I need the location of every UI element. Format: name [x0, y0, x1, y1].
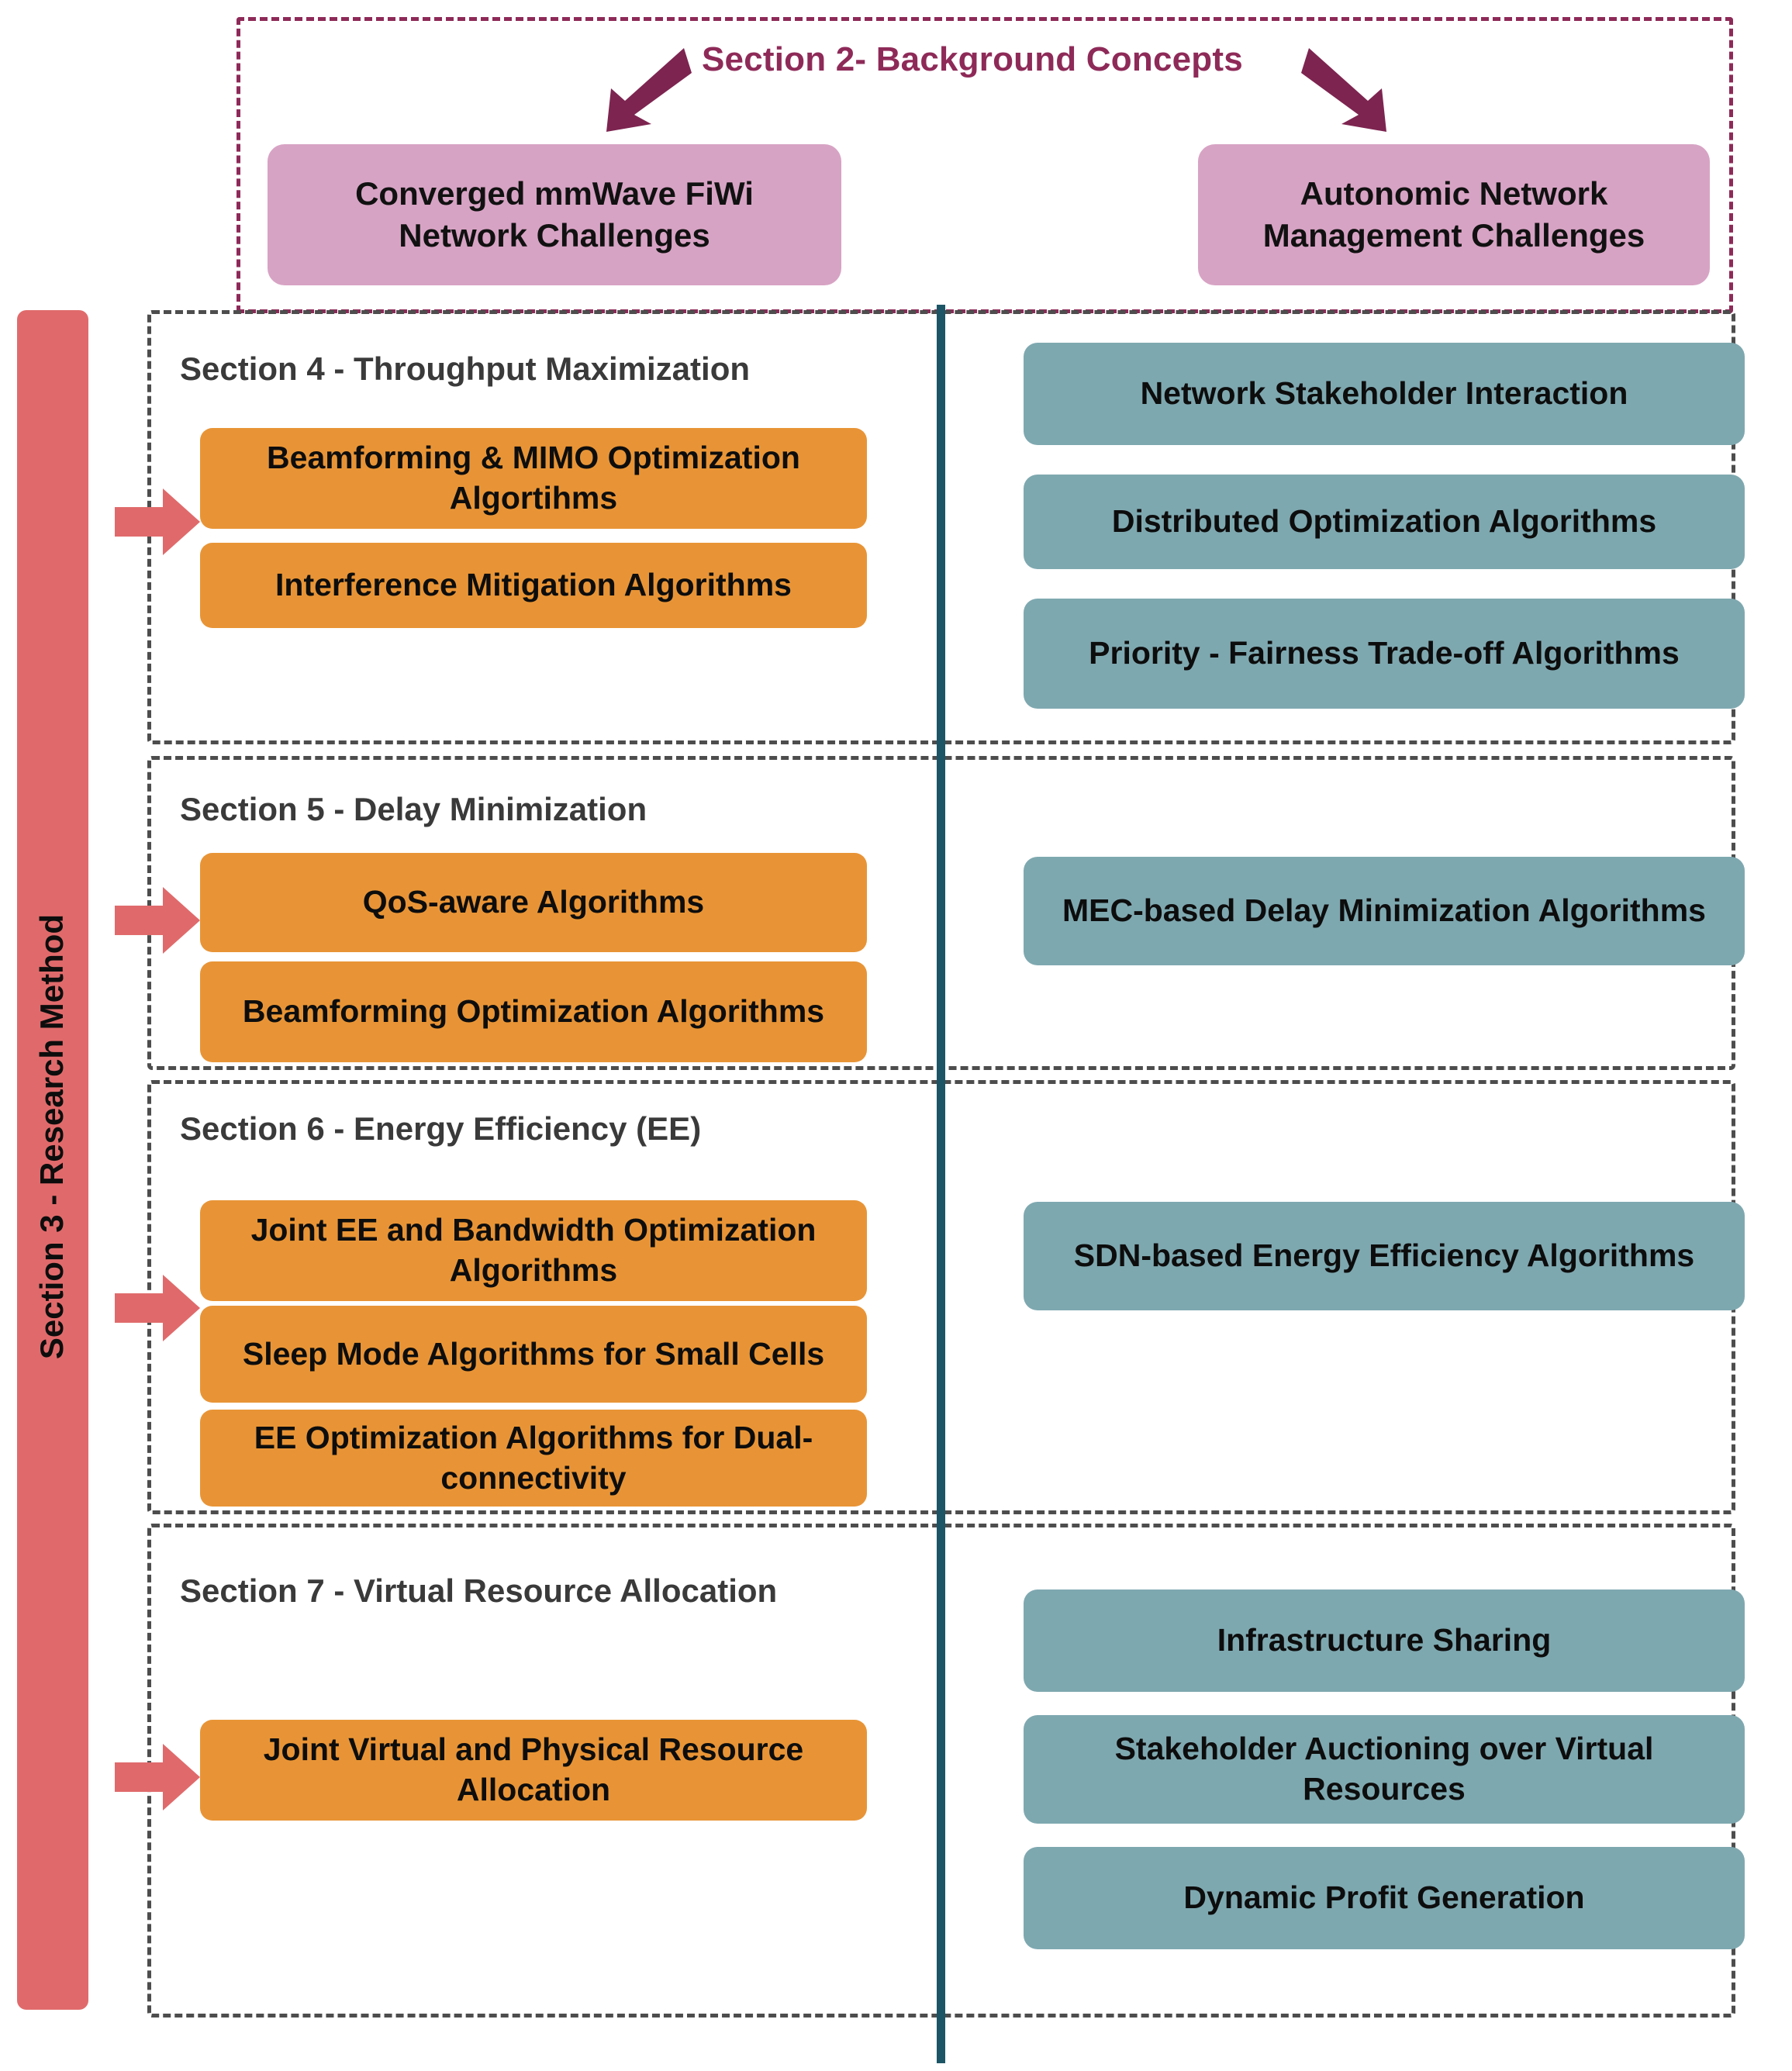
section6-right-item-0[interactable]: SDN-based Energy Efficiency Algorithms [1024, 1202, 1745, 1310]
section7-right-item-0[interactable]: Infrastructure Sharing [1024, 1589, 1745, 1692]
autonomic-network-management-challenges-box[interactable]: Autonomic Network Management Challenges [1198, 144, 1710, 285]
section5-right-item-0[interactable]: MEC-based Delay Minimization Algorithms [1024, 857, 1745, 965]
section6-left-item-1[interactable]: Sleep Mode Algorithms for Small Cells [200, 1306, 867, 1403]
section4-left-item-1[interactable]: Interference Mitigation Algorithms [200, 543, 867, 628]
section7-right-item-1[interactable]: Stakeholder Auctioning over Virtual Reso… [1024, 1715, 1745, 1824]
section5-heading: Section 5 - Delay Minimization [180, 791, 647, 827]
section6-left-item-0[interactable]: Joint EE and Bandwidth Optimization Algo… [200, 1200, 867, 1301]
converged-mmwave-fiwi-challenges-box[interactable]: Converged mmWave FiWi Network Challenges [268, 144, 841, 285]
arrow-down-right-icon [1301, 48, 1386, 132]
section2-title: Section 2- Background Concepts [702, 40, 1243, 78]
section5-left-item-1[interactable]: Beamforming Optimization Algorithms [200, 961, 867, 1062]
section5-left-item-0[interactable]: QoS-aware Algorithms [200, 853, 867, 952]
section3-label: Section 3 - Research Method [33, 913, 70, 1360]
section4-right-item-0[interactable]: Network Stakeholder Interaction [1024, 343, 1745, 445]
section6-heading: Section 6 - Energy Efficiency (EE) [180, 1110, 702, 1147]
section5-red-arrow-icon [115, 887, 200, 954]
section6-red-arrow-icon [115, 1275, 200, 1341]
section7-heading: Section 7 - Virtual Resource Allocation [180, 1572, 778, 1609]
section4-heading: Section 4 - Throughput Maximization [180, 350, 750, 387]
arrow-down-left-icon [606, 48, 692, 132]
section4-right-item-2[interactable]: Priority - Fairness Trade-off Algorithms [1024, 599, 1745, 709]
section7-right-item-2[interactable]: Dynamic Profit Generation [1024, 1847, 1745, 1949]
section7-left-item-0[interactable]: Joint Virtual and Physical Resource Allo… [200, 1720, 867, 1821]
section3-research-method-bar: Section 3 - Research Method [17, 310, 88, 2010]
section4-red-arrow-icon [115, 488, 200, 555]
section4-right-item-1[interactable]: Distributed Optimization Algorithms [1024, 475, 1745, 569]
vertical-divider-line [937, 305, 945, 2063]
section4-left-item-0[interactable]: Beamforming & MIMO Optimization Algortih… [200, 428, 867, 529]
section6-left-item-2[interactable]: EE Optimization Algorithms for Dual-conn… [200, 1410, 867, 1507]
section7-red-arrow-icon [115, 1744, 200, 1810]
